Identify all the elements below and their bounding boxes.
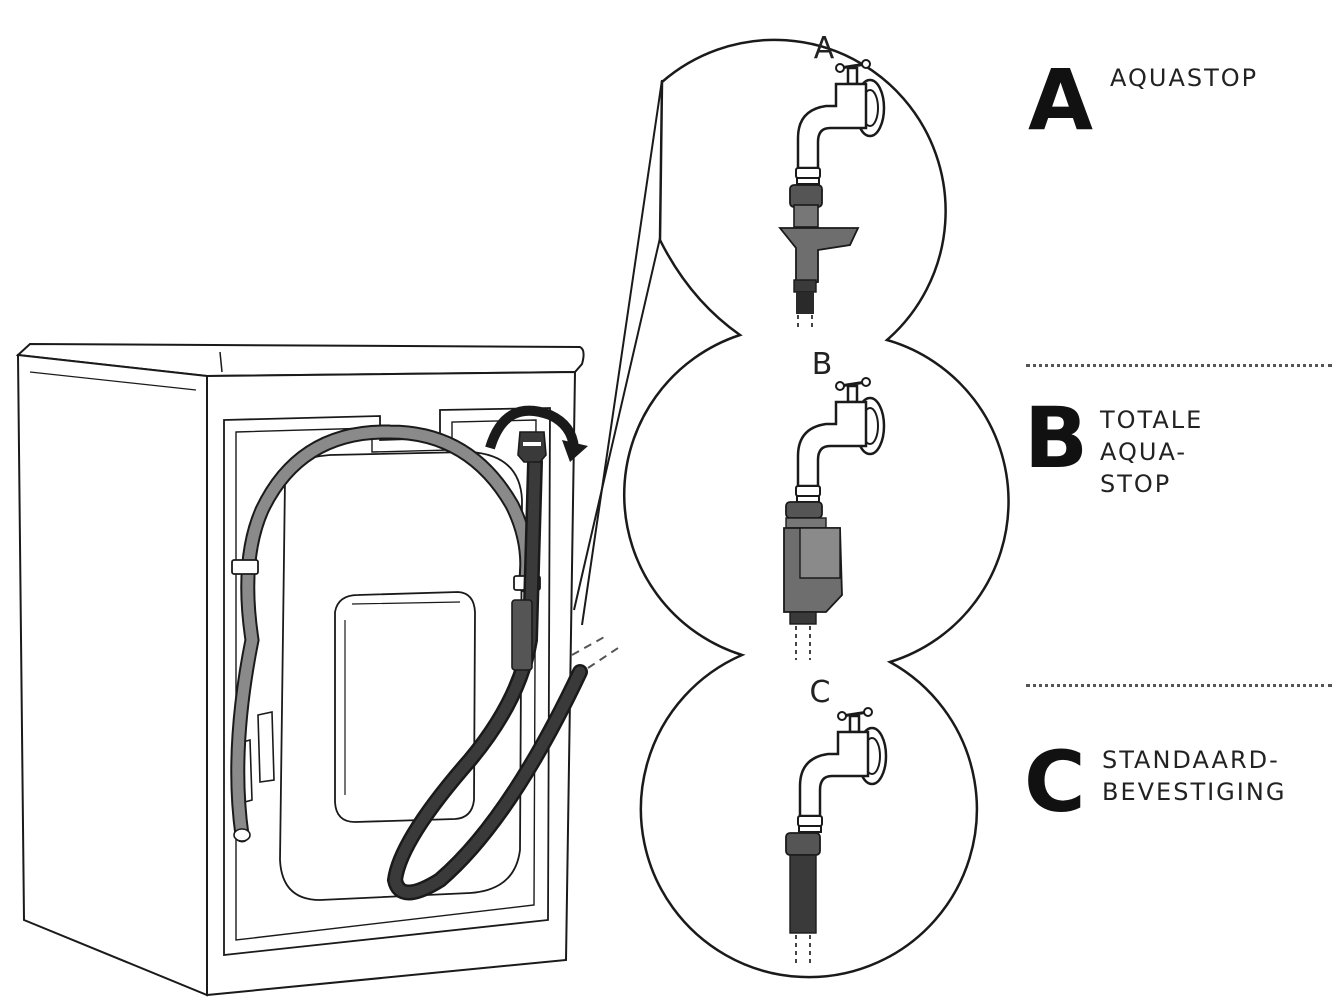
washing-machine	[15, 342, 585, 997]
standard-fitting-icon	[785, 832, 821, 965]
option-b-label: TOTALE AQUA- STOP	[1100, 406, 1204, 498]
inlet-hose	[386, 454, 619, 901]
total-aquastop-fitting-icon	[783, 501, 843, 660]
option-c-label: STANDAARD- BEVESTIGING	[1102, 746, 1287, 806]
separator-2	[1026, 684, 1332, 687]
option-a-letter: A	[1028, 51, 1094, 149]
separator-1	[1026, 364, 1332, 367]
zoom-label-b: B	[812, 347, 833, 382]
zoom-b: B	[783, 347, 886, 660]
aquastop-fitting-icon	[778, 184, 860, 330]
option-a-label: AQUASTOP	[1110, 64, 1259, 92]
zoom-a: A	[778, 31, 886, 330]
zoom-label-a: A	[814, 31, 835, 66]
zoom-label-c: C	[810, 675, 831, 710]
callout-lines	[573, 79, 663, 626]
option-b-letter: B	[1024, 389, 1089, 487]
option-c-letter: C	[1024, 733, 1086, 831]
zoom-c: C	[785, 675, 888, 965]
rotate-arrow-icon	[485, 405, 588, 463]
